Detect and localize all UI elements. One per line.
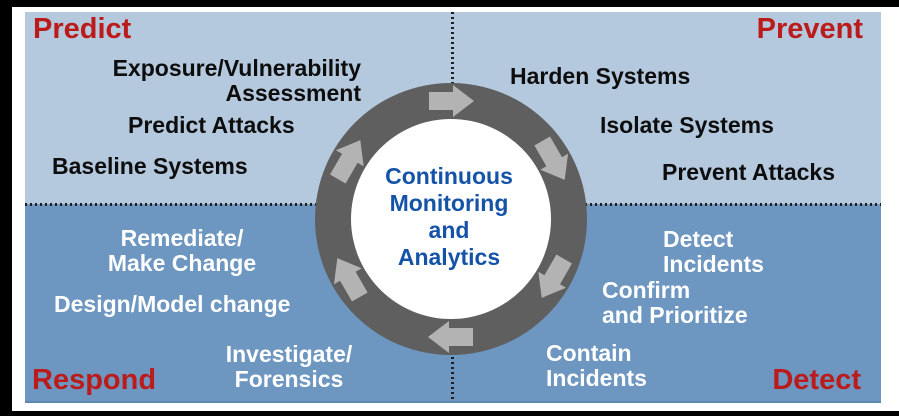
slide-background: Predict Exposure/Vulnerability Assessmen… bbox=[12, 7, 899, 411]
predict-item-exposure-vulnerability-assessment: Exposure/Vulnerability Assessment bbox=[87, 56, 361, 106]
text-line: Exposure/Vulnerability bbox=[112, 55, 361, 81]
text-line: Make Change bbox=[107, 250, 257, 276]
cycle-arrow-icon bbox=[538, 254, 572, 298]
text-line: Forensics bbox=[234, 366, 344, 392]
cycle-arrow-icon bbox=[534, 136, 569, 180]
text-line: Investigate/ bbox=[225, 341, 353, 367]
cycle-arrow-icon bbox=[429, 85, 474, 117]
prevent-item-isolate-systems: Isolate Systems bbox=[600, 113, 774, 138]
text-line: Continuous bbox=[385, 163, 513, 189]
text-line: Design/Model change bbox=[54, 291, 291, 317]
center-label: Continuous Monitoring and Analytics bbox=[359, 163, 539, 271]
cycle-arrow-icon bbox=[333, 258, 368, 302]
detect-item-detect-incidents: Detect Incidents bbox=[663, 227, 764, 277]
predict-title: Predict bbox=[33, 13, 132, 45]
text-line: Contain bbox=[546, 340, 632, 366]
respond-item-design-model-change: Design/Model change bbox=[54, 292, 290, 317]
text-line: and Prioritize bbox=[602, 302, 748, 328]
predict-item-baseline-systems: Baseline Systems bbox=[52, 154, 248, 179]
respond-item-investigate-forensics: Investigate/ Forensics bbox=[221, 342, 357, 392]
text-line: Monitoring bbox=[389, 190, 509, 216]
text-line: Incidents bbox=[663, 251, 764, 277]
predict-item-predict-attacks: Predict Attacks bbox=[128, 113, 295, 138]
prevent-item-prevent-attacks: Prevent Attacks bbox=[662, 160, 835, 185]
text-line: Predict Attacks bbox=[128, 112, 295, 138]
text-line: Analytics bbox=[397, 244, 501, 270]
cycle-arrow-icon bbox=[330, 140, 364, 184]
prevent-title: Prevent bbox=[756, 13, 863, 45]
respond-item-remediate-make-change: Remediate/ Make Change bbox=[101, 226, 263, 276]
text-line: Confirm bbox=[602, 277, 691, 303]
text-line: Remediate/ bbox=[120, 225, 244, 251]
cycle-inner-circle bbox=[351, 119, 551, 319]
text-line: Assessment bbox=[225, 80, 361, 106]
text-line: Isolate Systems bbox=[600, 112, 774, 138]
text-line: Harden Systems bbox=[510, 63, 691, 89]
text-line: and bbox=[428, 217, 470, 243]
text-line: Baseline Systems bbox=[52, 153, 248, 179]
respond-title: Respond bbox=[32, 364, 157, 396]
detect-item-contain-incidents: Contain Incidents bbox=[546, 341, 647, 391]
text-line: Detect bbox=[663, 226, 734, 252]
prevent-item-harden-systems: Harden Systems bbox=[510, 64, 690, 89]
text-line: Prevent Attacks bbox=[662, 159, 836, 185]
continuous-monitoring-cycle bbox=[315, 83, 587, 355]
detect-title: Detect bbox=[772, 364, 861, 396]
text-line: Incidents bbox=[546, 365, 647, 391]
cycle-arrow-icon bbox=[428, 321, 473, 353]
diagram-panel: Predict Exposure/Vulnerability Assessmen… bbox=[25, 12, 881, 403]
detect-item-confirm-and-prioritize: Confirm and Prioritize bbox=[602, 278, 748, 328]
